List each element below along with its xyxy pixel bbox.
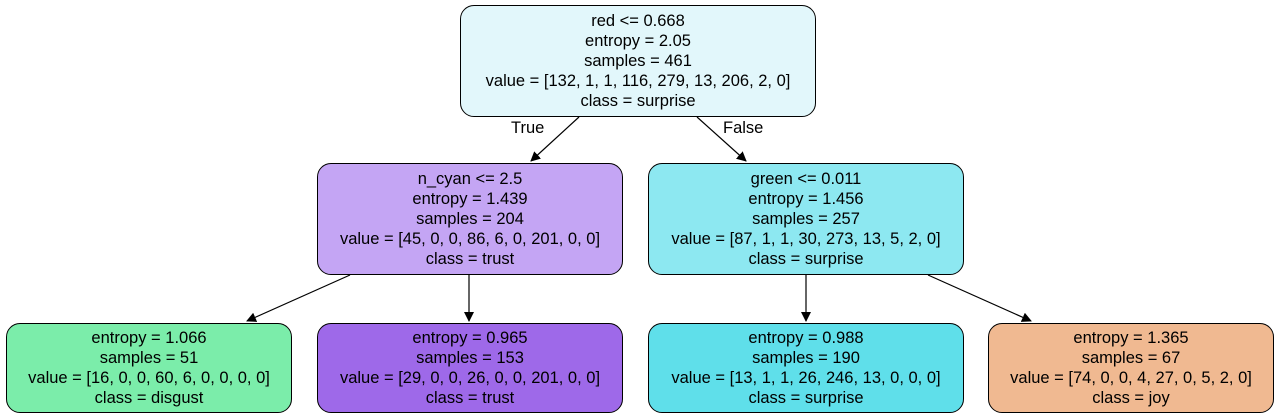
node-class: class = surprise	[580, 92, 696, 110]
edge-right-to-right-right	[927, 274, 1032, 322]
node-class: class = surprise	[748, 250, 864, 268]
node-entropy: entropy = 0.988	[748, 329, 864, 347]
edge-label-true: True	[511, 119, 545, 137]
root-node: red <= 0.668 entropy = 2.05 samples = 46…	[460, 5, 816, 117]
node-value: value = [29, 0, 0, 26, 0, 0, 201, 0, 0]	[339, 369, 601, 387]
node-class: class = disgust	[94, 389, 204, 407]
node-samples: samples = 190	[752, 349, 860, 367]
edge-root-to-left	[530, 116, 580, 162]
left-node: n_cyan <= 2.5 entropy = 1.439 samples = …	[317, 163, 623, 275]
node-split: green <= 0.011	[750, 170, 862, 188]
node-class: class = trust	[425, 250, 515, 268]
node-entropy: entropy = 1.439	[412, 190, 528, 208]
right-node: green <= 0.011 entropy = 1.456 samples =…	[648, 163, 964, 275]
edge-label-false: False	[723, 119, 764, 137]
node-value: value = [74, 0, 0, 4, 27, 0, 5, 2, 0]	[1010, 369, 1252, 387]
node-split: n_cyan <= 2.5	[417, 170, 523, 188]
right-left-leaf: entropy = 0.988 samples = 190 value = [1…	[648, 323, 964, 413]
node-samples: samples = 67	[1081, 349, 1181, 367]
node-samples: samples = 257	[752, 210, 860, 228]
node-value: value = [45, 0, 0, 86, 6, 0, 201, 0, 0]	[339, 230, 601, 248]
node-entropy: entropy = 1.066	[91, 329, 207, 347]
right-right-leaf: entropy = 1.365 samples = 67 value = [74…	[988, 323, 1274, 413]
node-entropy: entropy = 0.965	[412, 329, 528, 347]
edge-left-to-left-left	[246, 274, 351, 322]
node-entropy: entropy = 1.365	[1073, 329, 1189, 347]
node-samples: samples = 204	[416, 210, 524, 228]
node-value: value = [13, 1, 1, 26, 246, 13, 0, 0, 0]	[671, 369, 941, 387]
node-class: class = trust	[425, 389, 515, 407]
left-left-leaf: entropy = 1.066 samples = 51 value = [16…	[6, 323, 292, 413]
left-right-leaf: entropy = 0.965 samples = 153 value = [2…	[317, 323, 623, 413]
node-split: red <= 0.668	[591, 12, 685, 30]
node-samples: samples = 461	[584, 52, 692, 70]
node-samples: samples = 51	[99, 349, 199, 367]
node-value: value = [16, 0, 0, 60, 6, 0, 0, 0, 0]	[28, 369, 270, 387]
node-value: value = [87, 1, 1, 30, 273, 13, 5, 2, 0]	[671, 230, 941, 248]
edge-root-to-right	[696, 116, 747, 162]
node-class: class = surprise	[748, 389, 864, 407]
node-samples: samples = 153	[416, 349, 524, 367]
node-value: value = [132, 1, 1, 116, 279, 13, 206, 2…	[485, 72, 791, 90]
node-entropy: entropy = 2.05	[585, 32, 691, 50]
node-entropy: entropy = 1.456	[748, 190, 864, 208]
node-class: class = joy	[1092, 389, 1170, 407]
